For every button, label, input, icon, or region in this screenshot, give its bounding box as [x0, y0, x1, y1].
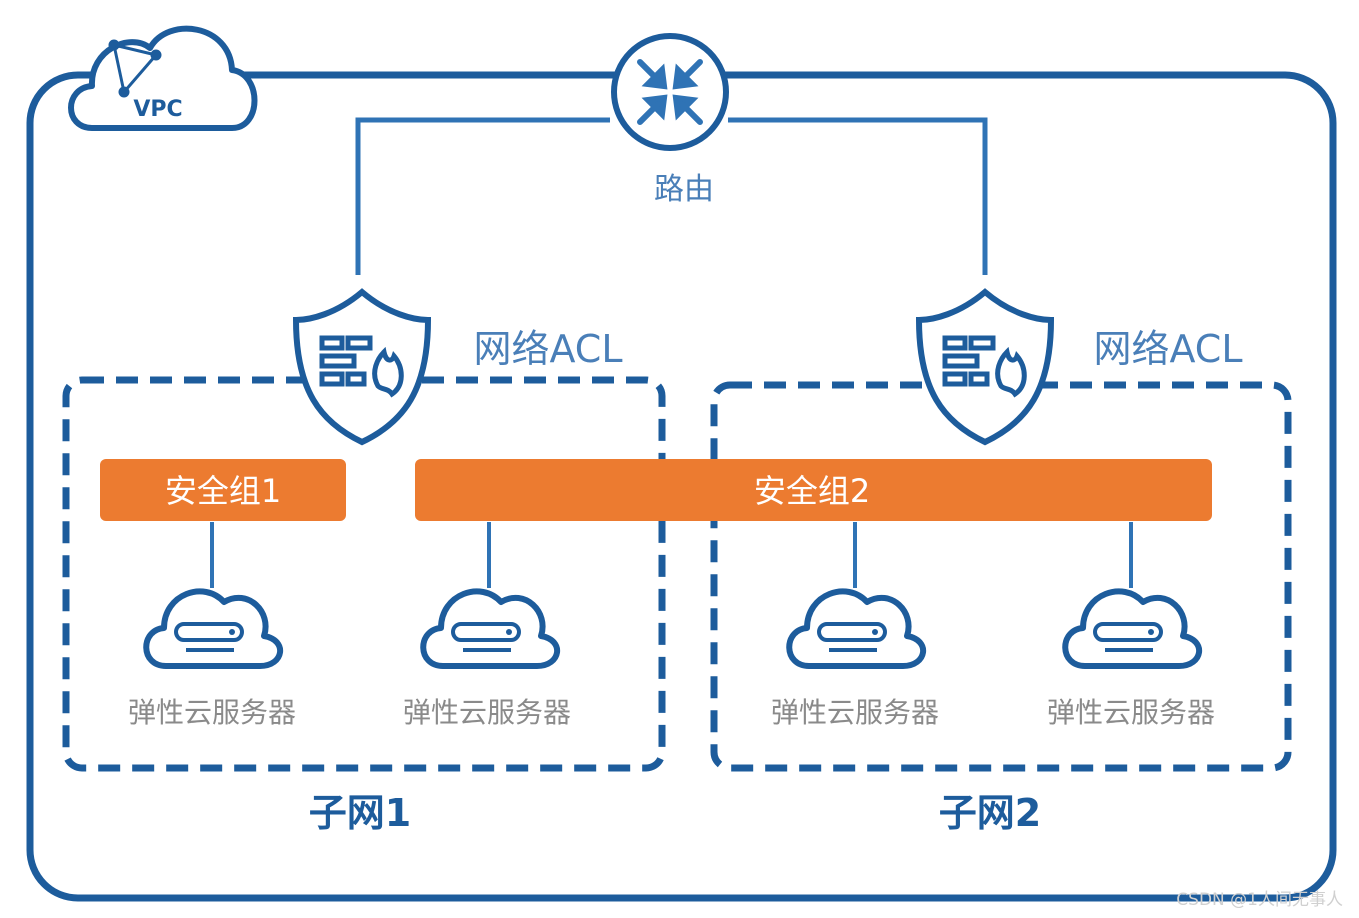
acl-label-1: 网络ACL [473, 327, 622, 371]
security-group-2-bar [415, 459, 1212, 521]
vpc-cloud-icon [68, 25, 258, 131]
cloud-server-icon [786, 588, 927, 669]
router-label: 路由 [654, 172, 714, 207]
server-label-4: 弹性云服务器 [1047, 696, 1215, 729]
subnet-label-2: 子网2 [939, 791, 1041, 835]
subnet-2-box [710, 381, 1292, 772]
acl-shield-icon [292, 288, 432, 446]
security-group-1-bar [100, 459, 346, 521]
vpc-label: VPC [133, 97, 182, 122]
server-label-2: 弹性云服务器 [403, 696, 571, 729]
sg-server-links [210, 522, 1133, 588]
router-icon [611, 33, 729, 151]
cloud-server-icon [420, 588, 561, 669]
server-label-3: 弹性云服务器 [771, 696, 939, 729]
cloud-server-icon [143, 588, 284, 669]
server-label-1: 弹性云服务器 [128, 696, 296, 729]
acl-shield-icon [915, 288, 1055, 446]
acl-label-2: 网络ACL [1093, 327, 1242, 371]
router-links [355, 117, 988, 275]
watermark: CSDN @1人间无事人 [1176, 890, 1343, 910]
security-group-2-label: 安全组2 [754, 472, 870, 510]
subnet-label-1: 子网1 [309, 791, 411, 835]
security-group-1-label: 安全组1 [165, 472, 281, 510]
cloud-server-icon [1062, 588, 1203, 669]
